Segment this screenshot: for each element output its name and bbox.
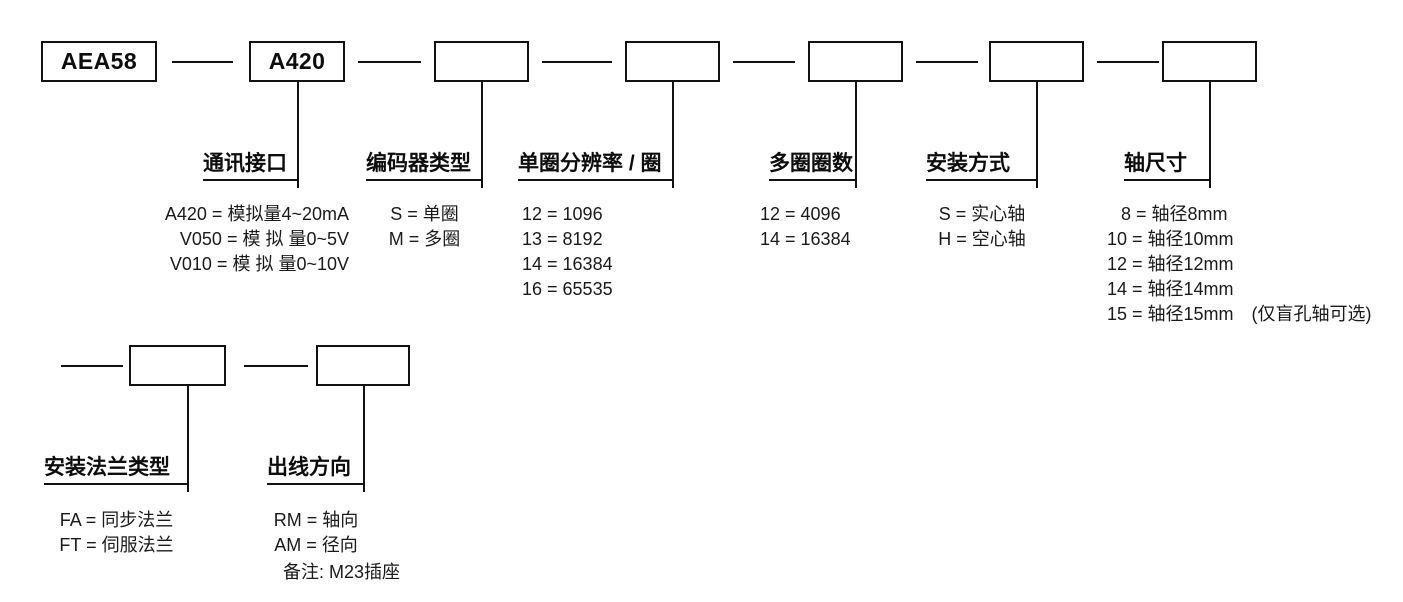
leader-cable-outlet-direction bbox=[363, 386, 365, 492]
leader-shaft-size bbox=[1209, 82, 1211, 188]
label-group-cable-outlet-direction: 出线方向 bbox=[267, 456, 365, 486]
option-row: FA = 同步法兰 bbox=[59, 510, 174, 530]
code-box-model[interactable]: AEA58 bbox=[41, 41, 157, 82]
label-title-communication-interface: 通讯接口 bbox=[203, 152, 287, 175]
option-row: S = 实心轴 bbox=[938, 204, 1026, 224]
option-row: RM = 轴向 bbox=[273, 510, 359, 530]
label-title-mounting-flange-type: 安装法兰类型 bbox=[44, 456, 170, 479]
option-row: H = 空心轴 bbox=[938, 229, 1026, 249]
code-box-shaft-size[interactable] bbox=[1162, 41, 1257, 82]
code-box-cable-outlet-direction[interactable] bbox=[316, 345, 410, 386]
code-box-model-value: AEA58 bbox=[60, 48, 138, 74]
option-row: S = 单圈 bbox=[390, 204, 459, 224]
label-rule-single-turn-resolution bbox=[518, 179, 674, 182]
label-title-cable-outlet-direction: 出线方向 bbox=[267, 456, 351, 479]
leader-mounting-flange-type bbox=[187, 386, 189, 492]
label-rule-communication-interface bbox=[203, 179, 299, 182]
label-title-shaft-size: 轴尺寸 bbox=[1124, 152, 1187, 175]
options-mounting-flange-type: FA = 同步法兰 FT = 伺服法兰 bbox=[44, 508, 189, 558]
option-row: V050 = 模 拟 量0~5V bbox=[179, 229, 349, 249]
connector-encoder-type-to-resolution bbox=[542, 61, 612, 63]
label-group-mounting-type: 安装方式 bbox=[926, 152, 1038, 182]
leader-single-turn-resolution bbox=[672, 82, 674, 188]
label-group-multi-turn-count: 多圈圈数 bbox=[769, 152, 857, 182]
options-shaft-size: 8 = 轴径8mm 10 = 轴径10mm 12 = 轴径12mm 14 = 轴… bbox=[1107, 202, 1372, 327]
leader-communication-interface bbox=[297, 82, 299, 188]
option-row: 16 = 65535 bbox=[522, 279, 613, 299]
options-multi-turn-count: 12 = 4096 14 = 16384 bbox=[760, 202, 851, 252]
option-label: 15 = 轴径15mm bbox=[1107, 304, 1234, 324]
options-single-turn-resolution: 12 = 1096 13 = 8192 14 = 16384 16 = 6553… bbox=[522, 202, 613, 302]
options-mounting-type: S = 实心轴 H = 空心轴 bbox=[926, 202, 1038, 252]
leader-encoder-type bbox=[481, 82, 483, 188]
option-row-with-note: 15 = 轴径15mm (仅盲孔轴可选) bbox=[1107, 302, 1372, 327]
code-box-encoder-type[interactable] bbox=[434, 41, 529, 82]
connector-lead-in-flange bbox=[61, 365, 123, 367]
option-row: 12 = 轴径12mm bbox=[1107, 254, 1234, 274]
label-group-mounting-flange-type: 安装法兰类型 bbox=[44, 456, 189, 486]
option-row: 14 = 轴径14mm bbox=[1107, 279, 1234, 299]
connector-multiturn-to-mounting bbox=[916, 61, 978, 63]
label-group-shaft-size: 轴尺寸 bbox=[1124, 152, 1211, 182]
option-row: 14 = 16384 bbox=[760, 229, 851, 249]
option-row: FT = 伺服法兰 bbox=[59, 535, 174, 555]
code-box-mounting-flange-type[interactable] bbox=[129, 345, 226, 386]
label-rule-mounting-flange-type bbox=[44, 483, 189, 486]
leader-mounting-type bbox=[1036, 82, 1038, 188]
code-box-multi-turn-count[interactable] bbox=[808, 41, 903, 82]
label-title-multi-turn-count: 多圈圈数 bbox=[769, 152, 853, 175]
options-encoder-type: S = 单圈 M = 多圈 bbox=[366, 202, 483, 252]
option-row: 12 = 4096 bbox=[760, 204, 841, 224]
options-communication-interface: A420 = 模拟量4~20mA V050 = 模 拟 量0~5V V010 =… bbox=[110, 202, 349, 277]
label-rule-shaft-size bbox=[1124, 179, 1211, 182]
label-rule-mounting-type bbox=[926, 179, 1038, 182]
option-row: AM = 径向 bbox=[274, 535, 358, 555]
code-box-mounting-type[interactable] bbox=[989, 41, 1084, 82]
option-row: V010 = 模 拟 量0~10V bbox=[169, 254, 349, 274]
option-row: 10 = 轴径10mm bbox=[1107, 229, 1234, 249]
label-group-encoder-type: 编码器类型 bbox=[366, 152, 483, 182]
leader-multi-turn-count bbox=[855, 82, 857, 188]
code-box-communication-interface[interactable]: A420 bbox=[249, 41, 345, 82]
label-rule-multi-turn-count bbox=[769, 179, 857, 182]
connector-interface-to-encoder-type bbox=[358, 61, 421, 63]
label-group-communication-interface: 通讯接口 bbox=[203, 152, 299, 182]
label-title-single-turn-resolution: 单圈分辨率 / 圈 bbox=[518, 152, 662, 175]
connector-mounting-to-shaft bbox=[1097, 61, 1159, 63]
option-row: 14 = 16384 bbox=[522, 254, 613, 274]
connector-resolution-to-multiturn bbox=[733, 61, 795, 63]
label-title-mounting-type: 安装方式 bbox=[926, 152, 1010, 175]
label-rule-encoder-type bbox=[366, 179, 483, 182]
code-box-communication-interface-value: A420 bbox=[268, 48, 326, 74]
options-cable-outlet-direction: RM = 轴向 AM = 径向 bbox=[267, 508, 365, 558]
code-box-single-turn-resolution[interactable] bbox=[625, 41, 720, 82]
option-row: M = 多圈 bbox=[388, 229, 461, 249]
option-row: A420 = 模拟量4~20mA bbox=[164, 204, 349, 224]
shaft-size-note: (仅盲孔轴可选) bbox=[1251, 304, 1372, 324]
label-title-encoder-type: 编码器类型 bbox=[366, 152, 471, 175]
option-row: 12 = 1096 bbox=[522, 204, 603, 224]
label-rule-cable-outlet-direction bbox=[267, 483, 365, 486]
label-group-single-turn-resolution: 单圈分辨率 / 圈 bbox=[518, 152, 674, 182]
connector-flange-to-outlet bbox=[244, 365, 308, 367]
cable-outlet-remark: 备注: M23插座 bbox=[283, 562, 401, 582]
option-row: 13 = 8192 bbox=[522, 229, 603, 249]
option-row: 8 = 轴径8mm bbox=[1121, 204, 1228, 224]
connector-model-to-interface bbox=[172, 61, 233, 63]
